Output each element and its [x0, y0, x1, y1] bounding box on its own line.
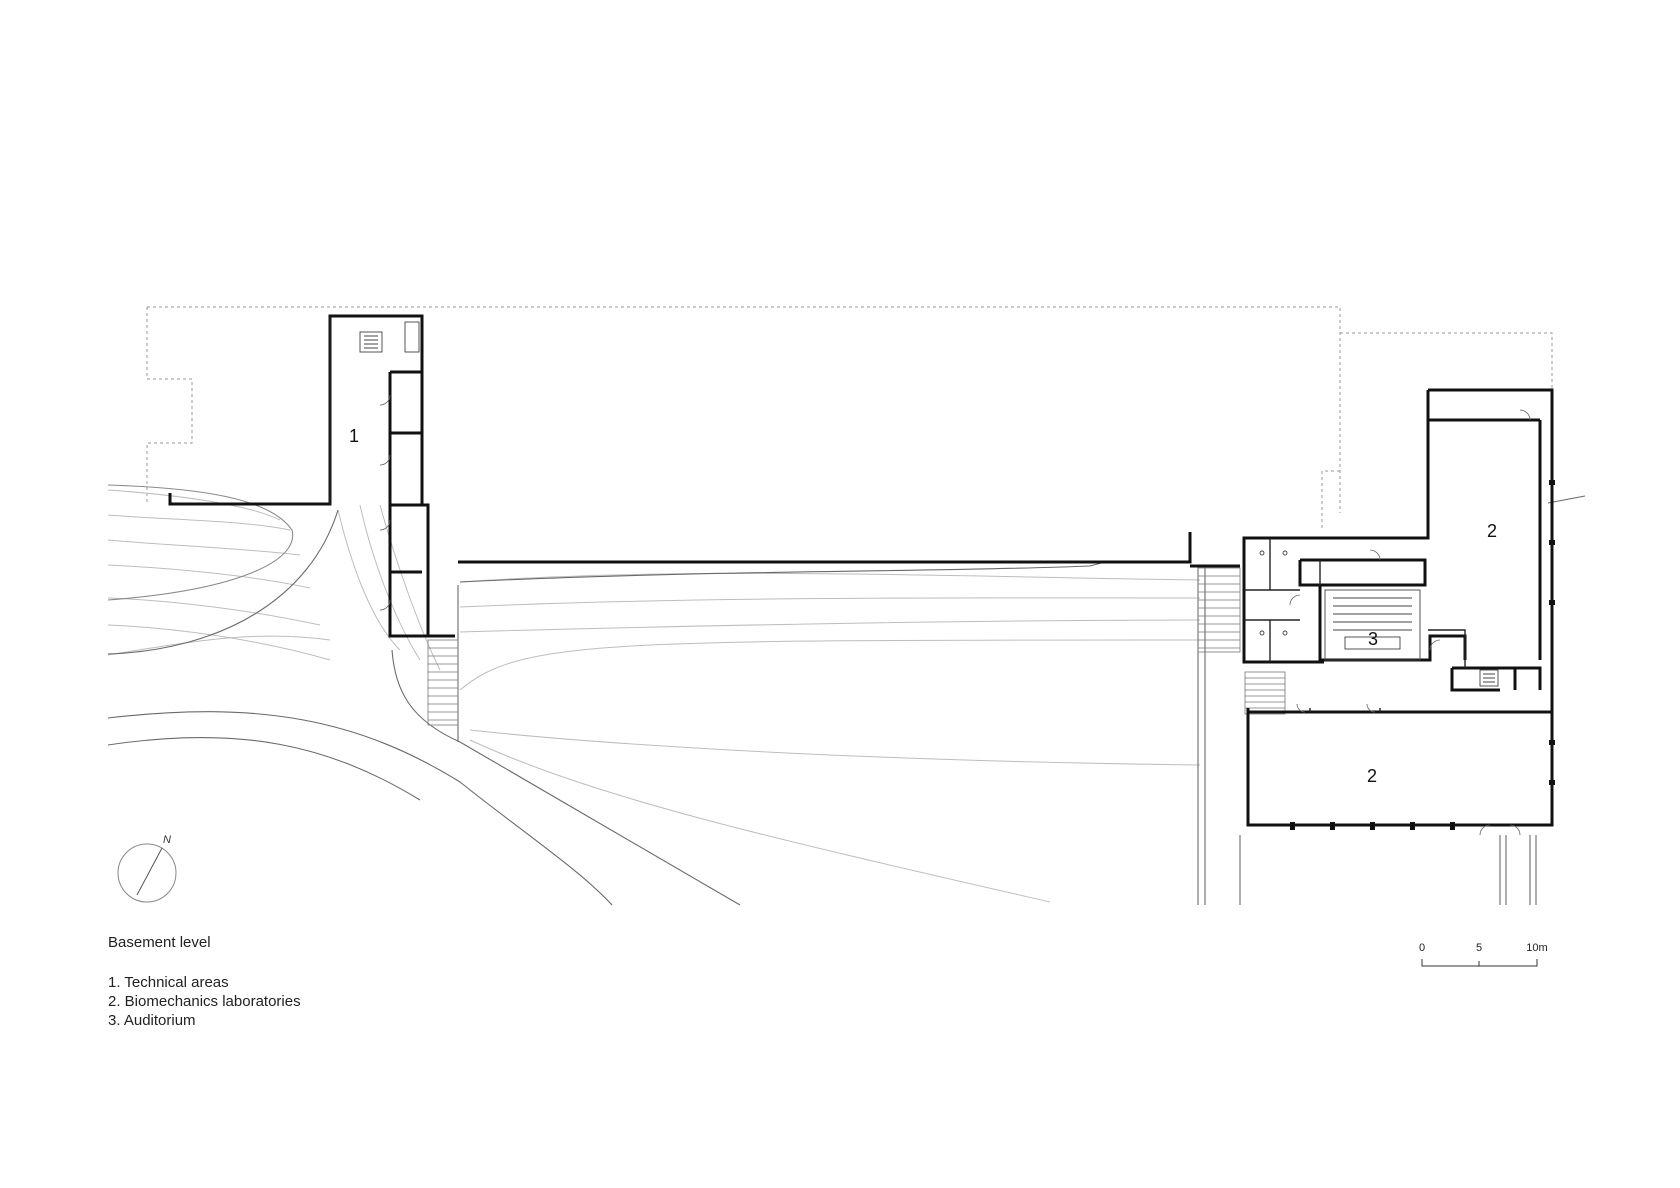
- room-label-auditorium: 3: [1368, 629, 1378, 649]
- legend-item-auditorium: 3. Auditorium: [108, 1012, 196, 1029]
- north-arrow: N: [117, 834, 177, 903]
- room-label-lab-lower: 2: [1367, 766, 1377, 786]
- room-label-technical: 1: [349, 426, 359, 446]
- facade-piers: [1290, 480, 1555, 830]
- drawing-title: Basement level: [108, 934, 211, 951]
- fixtures: [359, 321, 1499, 687]
- legend-item-labs: 2. Biomechanics laboratories: [108, 993, 301, 1010]
- legend-item-technical: 1. Technical areas: [108, 974, 229, 991]
- upper-level-outline: [146, 306, 1553, 530]
- terrain-contours: [107, 489, 1201, 903]
- interior-walls: [329, 316, 1466, 712]
- north-arrow-circle: [117, 843, 177, 903]
- scale-label-10m: 10m: [1526, 942, 1547, 954]
- scale-bar: 0 5 10m: [1419, 942, 1548, 967]
- scale-bar-line: [1421, 959, 1538, 967]
- site-paths: [107, 484, 1586, 906]
- scale-label-5: 5: [1476, 942, 1482, 954]
- stairs: [427, 567, 1286, 726]
- door-swings: [379, 394, 1531, 836]
- room-label-lab-upper: 2: [1487, 521, 1497, 541]
- north-arrow-needle: [136, 847, 163, 896]
- north-arrow-label: N: [163, 834, 171, 846]
- scale-label-0: 0: [1419, 942, 1425, 954]
